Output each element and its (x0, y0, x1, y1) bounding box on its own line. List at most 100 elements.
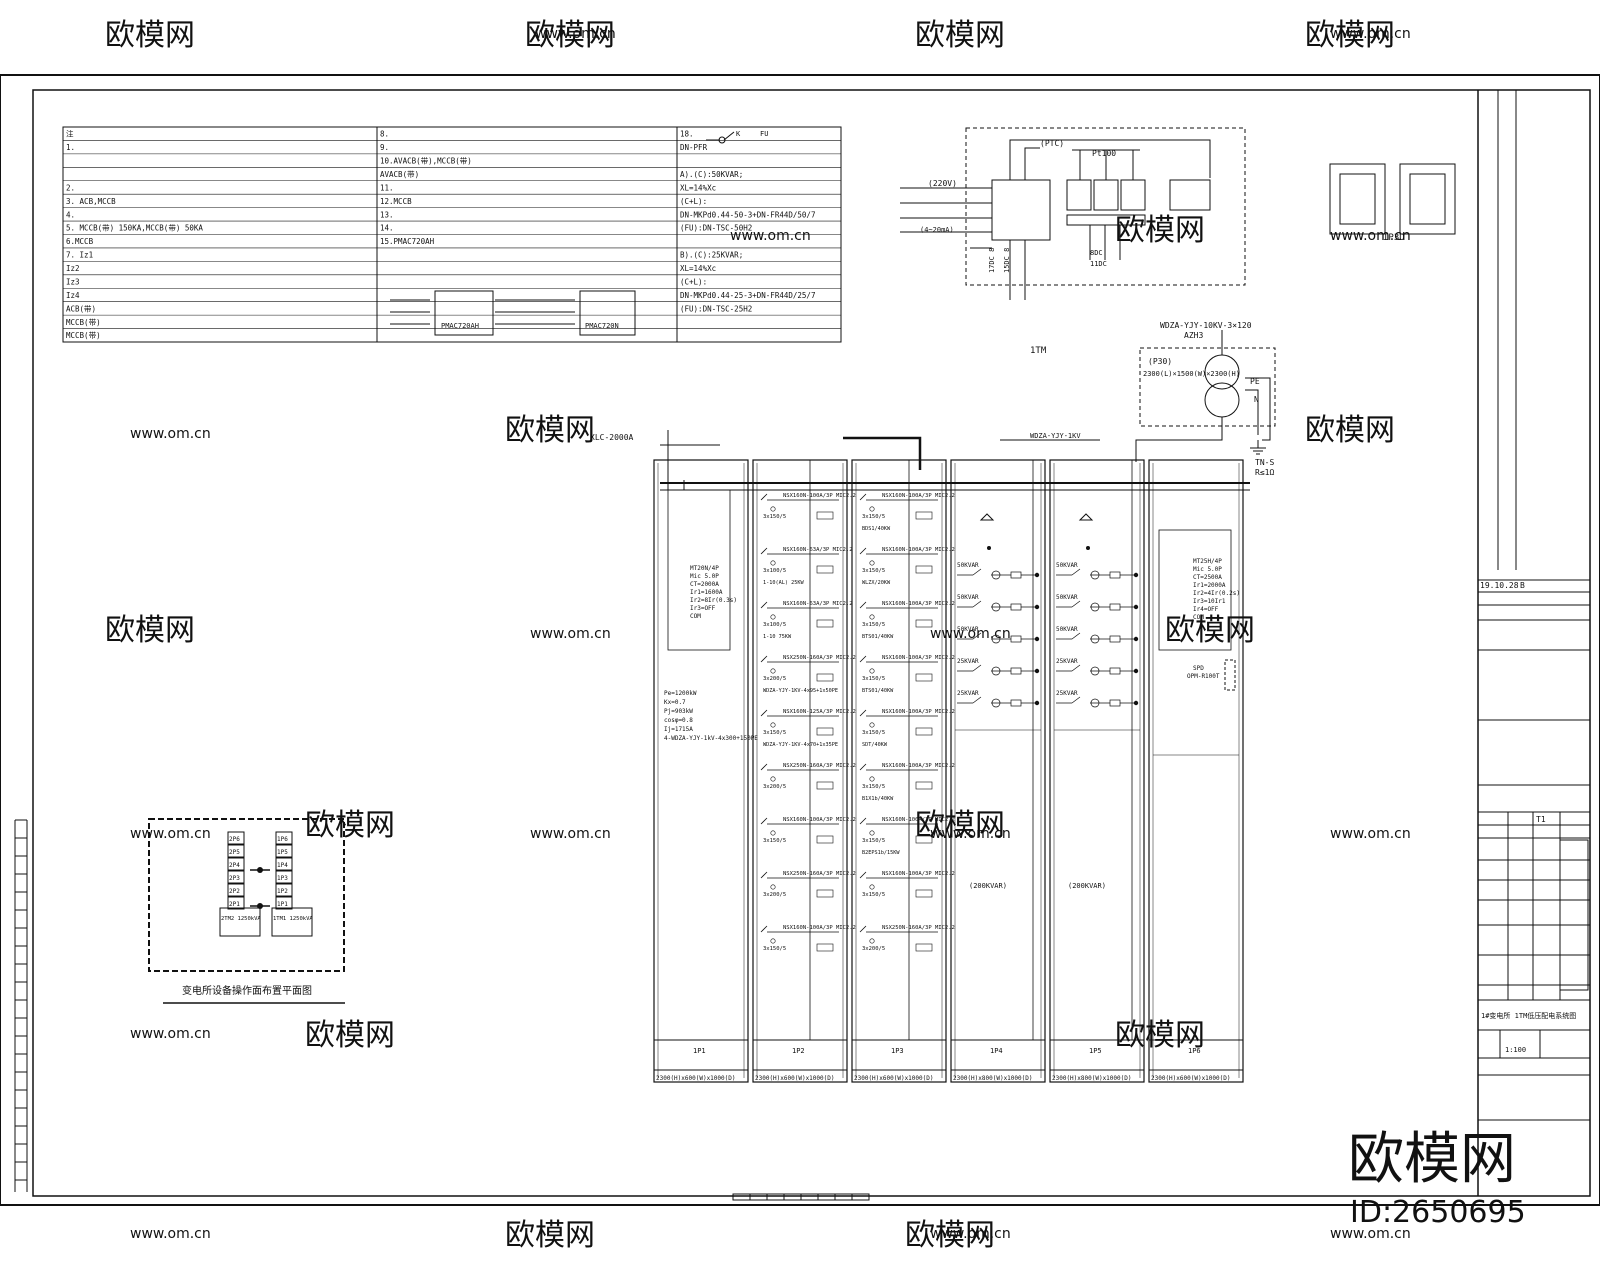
panel-1P4-step-0-kvar: 50KVAR (957, 562, 979, 569)
panel-1P4-step-1-kvar: 50KVAR (957, 594, 979, 601)
panel-1P1-ct: CT=2000A (690, 581, 719, 588)
ip3d-symbols: IP3D (1329, 163, 1456, 243)
panel-1P5: 1P52300(H)x800(W)x1000(D)50KVAR50KVAR50K… (1049, 459, 1145, 1083)
watermark-url-3: www.om.cn (530, 626, 611, 642)
layout-cell-right-1: 1P5 (277, 849, 288, 856)
watermark-url-4: www.om.cn (930, 626, 1011, 642)
panel-1P3-feeder-0-ct: 3x150/5 (862, 514, 885, 520)
watermark-id: ID:2650695 (1350, 1195, 1526, 1230)
panel-1P1-setting-2: Ir3=OFF (690, 605, 716, 612)
panel-1P3-feeder-2-ct: 3x150/5 (862, 622, 885, 628)
panel-1P1-load-0: Pe=1200kW (664, 690, 697, 697)
panel-1P4-step-3: 25KVAR (957, 658, 1040, 676)
transformer-box: (P30) (1148, 357, 1172, 366)
panel-1P6-setting-1: Ir2=4Ir(0.2s) (1193, 590, 1240, 597)
panel-1P1-id: 1P1 (693, 1047, 706, 1055)
panel-1P2-feeder-4-ct: 3x150/5 (763, 730, 786, 736)
panel-1P2-feeder-4-load: WDZA-YJY-1KV-4x70+1x35PE (763, 742, 838, 748)
notes-cell-15-0: MCCB(带) (66, 331, 101, 340)
panel-1P2-feeder-3: NSX250N-160A/3P MIC2.23x200/5WDZA-YJY-1K… (760, 655, 856, 694)
watermark-url-5: www.om.cn (130, 826, 211, 842)
watermark-brand-9: 欧模网 (1115, 1018, 1205, 1053)
watermark-url-0: www.om.cn (535, 26, 616, 42)
layout-cell-left-2: 2P4 (229, 862, 240, 869)
panel-1P2-feeder-0-breaker: NSX160N-100A/3P MIC2.2 (783, 493, 856, 499)
panel-1P2-feeder-6-breaker: NSX160N-100A/3P MIC2.2 (783, 817, 856, 823)
panel-1P3-feeder-3-breaker: NSX160N-100A/3P MIC2.2 (882, 655, 955, 661)
transformer-resistance: R≤1Ω (1255, 468, 1274, 477)
notes-cell-4-1: 11. (380, 183, 394, 192)
panel-1P5-step-3-kvar: 25KVAR (1056, 658, 1078, 665)
panel-1P4-step-2: 50KVAR (957, 626, 1040, 644)
panel-1P3-feeder-2-load: BTS01/40KW (862, 634, 894, 640)
title-rev: B (1520, 581, 1525, 590)
panel-1P3-feeder-5-breaker: NSX160N-100A/3P MIC2.2 (882, 763, 955, 769)
panel-1P2-feeder-7-ct: 3x200/5 (763, 892, 786, 898)
ip3d-label: IP3D (1383, 233, 1405, 243)
panel-1P5-step-4: 25KVAR (1056, 690, 1139, 708)
panel-1P3-id: 1P3 (891, 1047, 904, 1055)
watermark-brand-6: 欧模网 (305, 808, 395, 843)
panel-1P6-setting-4: COM (1193, 614, 1204, 621)
panel-1P2-id: 1P2 (792, 1047, 805, 1055)
notes-cell-13-2: (FU):DN-TSC-25H2 (680, 304, 752, 313)
bus-upper-label: WDZA-YJY-1KV (1030, 432, 1081, 440)
ctrl-di2: 11DC (1090, 260, 1107, 268)
ctrl-do2: 8DC (1090, 249, 1103, 257)
watermark-url-7: www.om.cn (930, 826, 1011, 842)
panel-1P1-setting-1: Ir2=8Ir(0.3s) (690, 597, 737, 604)
ctrl-current: (4~20mA) (920, 226, 954, 234)
panel-1P4-total: (200KVAR) (969, 882, 1007, 890)
notes-cell-2-1: 10.AVACB(带),MCCB(带) (380, 157, 472, 166)
notes-cell-6-0: 4. (66, 210, 75, 219)
notes-cell-0-2: 18. (680, 130, 694, 139)
title-block: 19.10.28 B T1 1:100 1#变电所 1TM低压配电系统图 (1477, 90, 1590, 1196)
notes-cell-11-0: Iz3 (66, 277, 80, 286)
panel-1P1-load-1: Kx=0.7 (664, 699, 686, 706)
panel-1P5-step-0-kvar: 50KVAR (1056, 562, 1078, 569)
panel-1P3-feeder-6: NSX160N-100A/3P MIC2.23x150/5B2EPS1b/15K… (859, 817, 955, 856)
layout-cell-right-5: 1P1 (277, 901, 288, 908)
layout-cell-right-2: 1P4 (277, 862, 288, 869)
notes-cell-1-2: DN-PFR (680, 143, 708, 152)
ctrl-do: 17DC 8 (988, 248, 996, 273)
transformer-from: AZH3 (1184, 331, 1203, 340)
notes-cell-7-2: (FU):DN-TSC-50H2 (680, 224, 752, 233)
layout-cell-right-4: 1P2 (277, 888, 288, 895)
transformer-secondary-winding (1204, 382, 1240, 418)
layout-cell-left-5: 2P1 (229, 901, 240, 908)
transformer-pe: PE (1250, 377, 1260, 386)
panel-1P3-feeder-1-breaker: NSX160N-100A/3P MIC2.2 (882, 547, 955, 553)
panel-1P6-setting-0: Ir1=2000A (1193, 582, 1226, 589)
layout-cell-left-3: 2P3 (229, 875, 240, 882)
layout-cell-right-3: 1P3 (277, 875, 288, 882)
symbol-k: K (736, 130, 741, 138)
panel-1P3-feeder-2-breaker: NSX160N-100A/3P MIC2.2 (882, 601, 955, 607)
ctrl-ac220: (220V) (928, 179, 957, 188)
notes-cell-1-0: 1. (66, 143, 75, 152)
notes-cell-11-2: (C+L): (680, 277, 707, 286)
panel-1P5-dims: 2300(H)x800(W)x1000(D) (1052, 1075, 1131, 1082)
panel-1P3-feeder-6-breaker: NSX160N-100A/3P MIC2.2 (882, 817, 955, 823)
notes-cell-4-0: 2. (66, 183, 75, 192)
panel-1P2-feeder-6: NSX160N-100A/3P MIC2.2 3x150/5 (760, 817, 856, 844)
watermark-url-8: www.om.cn (1330, 826, 1411, 842)
notes-cell-8-0: 6.MCCB (66, 237, 94, 246)
panel-1P2-feeder-6-ct: 3x150/5 (763, 838, 786, 844)
layout-tr-right: 1TM1 1250kVA (273, 916, 313, 922)
panel-1P2: 1P22300(H)x600(W)x1000(D)NSX160N-100A/3P… (752, 459, 856, 1083)
bottom-ruler (732, 1193, 870, 1201)
ctrl-pt100: Pt100 (1092, 149, 1116, 158)
control-box: (PTC) Pt100 (220V) (4~20mA) 17DC 8 15DC … (900, 127, 1246, 300)
watermark-brand-13: 欧模网 (105, 613, 195, 648)
panel-1P4: 1P42300(H)x800(W)x1000(D)50KVAR50KVAR50K… (950, 459, 1046, 1083)
meter-device-right: PMAC720N (579, 290, 636, 336)
watermark-brand-8: 欧模网 (305, 1018, 395, 1053)
